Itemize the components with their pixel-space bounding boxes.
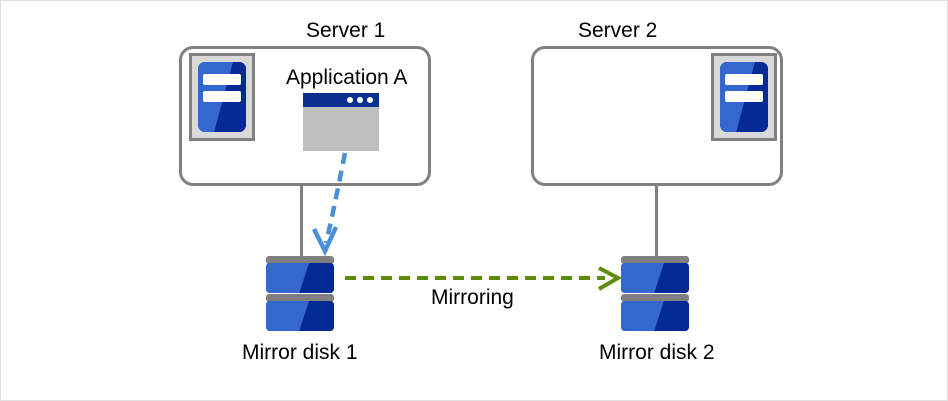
server-rack-slot-bar-1 <box>724 74 764 85</box>
mirroring-label: Mirroring <box>431 286 514 309</box>
mirror-disk-2-label: Mirror disk 2 <box>599 341 715 364</box>
disk-platter-bar-2 <box>266 294 334 302</box>
disk-sheen <box>621 263 689 293</box>
server-1-server-rack-icon <box>189 53 255 141</box>
disk-platter-body-2 <box>266 301 334 331</box>
server-2-server-rack-icon <box>711 53 777 141</box>
server-rack-slot-bar-2 <box>202 91 242 102</box>
server-1-title: Server 1 <box>306 19 386 42</box>
disk-platter-bar-1 <box>621 256 689 264</box>
application-window-icon <box>303 93 379 151</box>
application-a-label: Application A <box>286 66 408 89</box>
server-rack-slot-bar-1 <box>202 74 242 85</box>
app-window-dot-1 <box>347 97 353 103</box>
mirror-disk-2-icon <box>621 256 689 336</box>
disk-platter-bar-2 <box>621 294 689 302</box>
app-window-titlebar <box>303 93 379 107</box>
disk-platter-body-2 <box>621 301 689 331</box>
mirror-disk-1-label: Mirror disk 1 <box>242 341 358 364</box>
mirror-disk-1-icon <box>266 256 334 336</box>
disk-platter-body-1 <box>266 263 334 293</box>
server-2-title: Server 2 <box>578 19 658 42</box>
server-rack-slot-bar-2 <box>724 91 764 102</box>
app-window-dot-2 <box>357 97 363 103</box>
disk-sheen <box>621 301 689 331</box>
server-2-disk-connector <box>655 186 658 258</box>
app-window-dot-3 <box>367 97 373 103</box>
disk-platter-bar-1 <box>266 256 334 264</box>
disk-sheen <box>266 263 334 293</box>
disk-platter-body-1 <box>621 263 689 293</box>
disk-sheen <box>266 301 334 331</box>
server-1-disk-connector <box>300 186 303 258</box>
